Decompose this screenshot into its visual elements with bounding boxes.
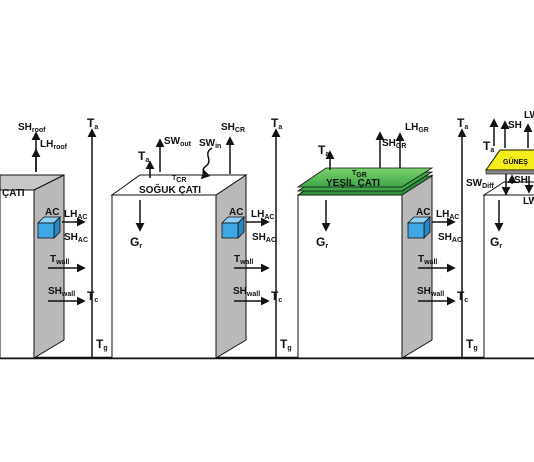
tg-label: Tg (96, 337, 108, 352)
building-side-wall (33, 174, 65, 359)
ta-roof-label: Ta (138, 149, 149, 164)
roof-label: YEŞİL ÇATI (326, 176, 380, 189)
ac-label: AC (416, 207, 430, 218)
gr-label: Gr (316, 235, 328, 250)
gr-label: Gr (490, 235, 502, 250)
sh-wall-label: SHwall (233, 286, 260, 298)
ta-roof-label: Ta (318, 143, 329, 158)
ac-label: AC (229, 207, 243, 218)
sh-top-label: SH (508, 120, 522, 131)
sw-out-label: SWout (164, 136, 192, 148)
sw-in-label: SWin (199, 138, 221, 150)
roof-label: ÇATI (2, 188, 25, 199)
sh-wall-label: SHwall (48, 286, 75, 298)
ta-label: Ta (483, 139, 494, 154)
ac-unit (221, 216, 245, 239)
ac-label: AC (45, 207, 59, 218)
tg-label: Tg (280, 337, 292, 352)
lw-bot-label: LW (523, 196, 534, 207)
sw-diff-label: SWDiff (466, 178, 494, 190)
lh-roof-label: LHroof (40, 139, 68, 151)
panel-cool-roof: SOĞUK ÇATI TCR Ta SWout SWin SHCR Gr AC … (110, 116, 292, 359)
sh-roof-label: SHroof (18, 122, 46, 134)
ac-unit (37, 216, 61, 239)
sw-in-arrow (200, 147, 213, 180)
building-side-wall (215, 174, 247, 359)
panel-label: GÜNEŞ (503, 157, 528, 166)
lh-ac-label: LHAC (64, 209, 87, 221)
tc-label: Tc (271, 289, 282, 304)
lh-ac-label: LHAC (251, 209, 274, 221)
panel-green-roof: YEŞİL ÇATI TGR Ta SHGR LHGR Gr AC LHAC S… (296, 116, 478, 359)
sh-ac-label: SHAC (64, 232, 88, 244)
sh-ac-label: SHAC (438, 232, 462, 244)
building-front (483, 194, 534, 359)
sh-mid-label: SH (514, 175, 528, 186)
tc-label: Tc (87, 289, 98, 304)
sh-ac-label: SHAC (252, 232, 276, 244)
tc-label: Tc (457, 289, 468, 304)
solar-panel-frame (485, 169, 534, 175)
panel-conventional-roof: ÇATI SHroof LHroof AC LHAC SHAC Twall SH… (0, 116, 108, 359)
lw-top-label: LW (524, 110, 534, 121)
t-wall-label: Twall (234, 254, 253, 266)
roof-temp-label: TCR (172, 175, 186, 184)
gr-label: Gr (130, 235, 142, 250)
t-wall-label: Twall (418, 254, 437, 266)
sh-cr-label: SHCR (221, 122, 245, 134)
sh-wall-label: SHwall (417, 286, 444, 298)
roof-temp-label: TGR (352, 170, 367, 179)
panel-solar-roof: GÜNEŞ Ta SH LW SWDiff SH LW Gr (466, 110, 534, 359)
lh-gr-label: LHGR (405, 122, 429, 134)
ta-label: Ta (87, 116, 98, 131)
building-front (0, 189, 35, 359)
sh-gr-label: SHGR (382, 138, 406, 150)
t-wall-label: Twall (50, 254, 69, 266)
building-front (111, 194, 217, 359)
building-front (297, 194, 403, 359)
ta-label: Ta (457, 116, 468, 131)
roof-label: SOĞUK ÇATI (139, 183, 201, 196)
ta-label: Ta (271, 116, 282, 131)
ac-unit (407, 216, 431, 239)
tg-label: Tg (466, 337, 478, 352)
green-roof-layers (296, 167, 434, 196)
building-side-wall (401, 174, 433, 359)
lh-ac-label: LHAC (436, 209, 459, 221)
